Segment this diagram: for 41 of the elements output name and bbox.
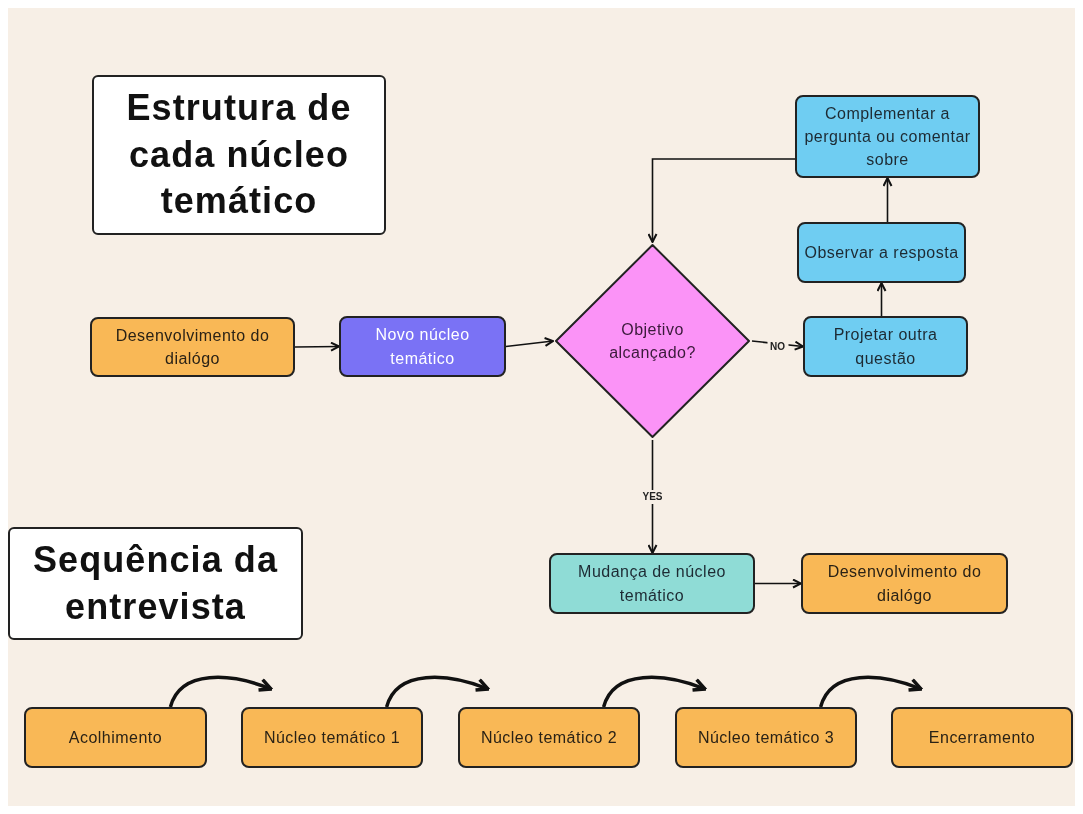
node-label: Objetivo alcançado? [608, 319, 697, 363]
node-label: Encerramento [928, 727, 1036, 748]
process-box [675, 707, 857, 768]
node-label: Núcleo temático 1 [263, 727, 401, 748]
process-box [801, 553, 1008, 614]
node-label: Novo núcleo temático [374, 325, 471, 369]
node-label: Desenvolvimento do dialógo [826, 562, 983, 606]
process-box [241, 707, 423, 768]
process-box [24, 707, 207, 768]
node-label: Complementar a pergunta ou comentar sobre [803, 103, 972, 171]
process-box [891, 707, 1073, 768]
node-label: Núcleo temático 2 [480, 727, 618, 748]
node-label: Mudança de núcleo temático [577, 562, 727, 606]
process-box [458, 707, 640, 768]
arrow [876, 282, 887, 317]
heading-text: Sequência da entrevista [31, 537, 279, 629]
node-label: Observar a resposta [804, 242, 959, 263]
process-box [803, 316, 968, 377]
heading-box [8, 527, 303, 640]
heading-box [92, 75, 386, 235]
curved-arrow [818, 675, 923, 708]
process-box [797, 222, 966, 283]
process-box [795, 95, 980, 178]
curved-arrow [384, 675, 490, 708]
arrow [754, 578, 802, 589]
node-label: Acolhimento [68, 727, 163, 748]
arrow [647, 158, 796, 243]
process-box [549, 553, 755, 614]
arrow [505, 336, 554, 348]
arrow [647, 439, 658, 554]
curved-arrow [601, 675, 707, 708]
arrow [882, 177, 893, 223]
curved-arrow [168, 675, 273, 708]
node-label: Núcleo temático 3 [697, 727, 835, 748]
node-label: Desenvolvimento do dialógo [114, 325, 271, 369]
node-label: Projetar outra questão [832, 325, 939, 369]
process-box [339, 316, 506, 377]
heading-text: Estrutura de cada núcleo temático [125, 85, 353, 224]
arrow [294, 341, 340, 352]
decision-diamond [553, 242, 752, 440]
process-box [90, 317, 295, 377]
